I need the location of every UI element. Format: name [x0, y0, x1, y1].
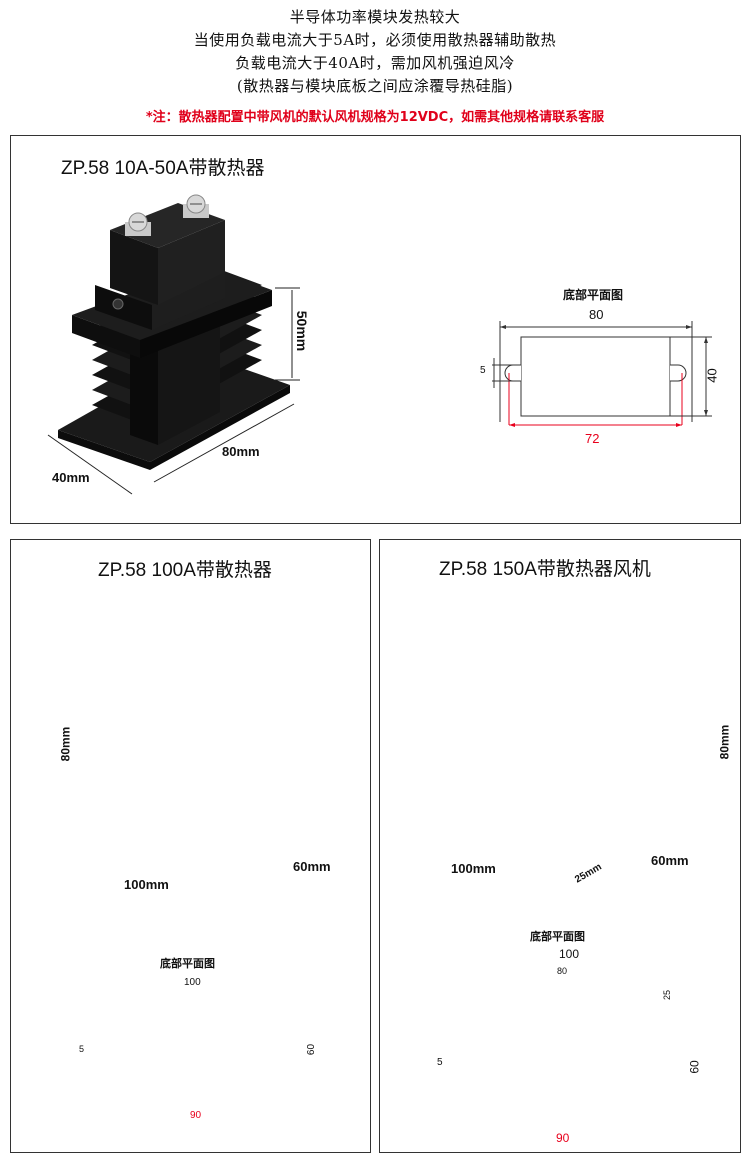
header-line-3: 负载电流大于40A时，需加风机强迫风冷: [235, 54, 515, 72]
plan-slot-size: 5: [480, 365, 486, 376]
heatsink-10a-50a-illustration: [58, 194, 290, 470]
dim-length-label: 100mm: [124, 877, 169, 892]
header-line-4: (散热器与模块底板之间应涂覆导热硅脂): [236, 77, 514, 95]
dim-width-label: 60mm: [651, 853, 689, 868]
plan-title: 底部平面图: [160, 957, 215, 970]
dim-height-label: 50mm: [294, 310, 311, 352]
plan-title: 底部平面图: [563, 288, 624, 302]
dim-width-label: 40mm: [52, 470, 90, 485]
dim-height-label: 80mm: [58, 726, 73, 762]
panel-title: ZP.58 150A带散热器风机: [439, 559, 651, 580]
plan-red-length: 90: [556, 1131, 570, 1145]
dimension-lines-top: [47, 287, 300, 495]
plan-fan-length: 80: [557, 966, 568, 976]
panel-100a: [10, 539, 371, 1153]
fan-spec-note: *注：散热器配置中带风机的默认风机规格为12VDC，如需其他规格请联系客服: [145, 110, 605, 125]
panel-title: ZP.58 10A-50A带散热器: [61, 158, 265, 179]
plan-top-length: 80: [589, 307, 604, 322]
plan-side-length: 60: [687, 1060, 702, 1074]
panel-title: ZP.58 100A带散热器: [98, 560, 272, 581]
plan-top-length: 100: [184, 977, 201, 988]
plan-side-length: 60: [306, 1043, 318, 1056]
module-body: [95, 285, 152, 330]
plan-slot-size: 5: [437, 1057, 443, 1068]
dim-length-label: 80mm: [222, 444, 260, 459]
bottom-plan-top: [492, 321, 712, 427]
dim-height-label: 80mm: [717, 724, 732, 760]
header-line-2: 当使用负载电流大于5A时，必须使用散热器辅助散热: [193, 31, 557, 49]
dim-width-label: 60mm: [293, 859, 331, 874]
plan-top-length: 100: [559, 947, 580, 961]
plan-side-length: 40: [704, 368, 720, 383]
plan-title: 底部平面图: [530, 930, 585, 943]
dim-length-label: 100mm: [451, 861, 496, 876]
header-line-1: 半导体功率模块发热较大: [289, 8, 461, 26]
plan-red-length: 72: [585, 431, 600, 446]
fan-box-label: 风机: [546, 989, 573, 1004]
plan-fan-height: 25: [662, 989, 673, 1001]
plan-slot-size: 5: [79, 1044, 85, 1054]
panel-150a-fan: [379, 539, 741, 1153]
plan-red-length: 90: [190, 1110, 202, 1121]
